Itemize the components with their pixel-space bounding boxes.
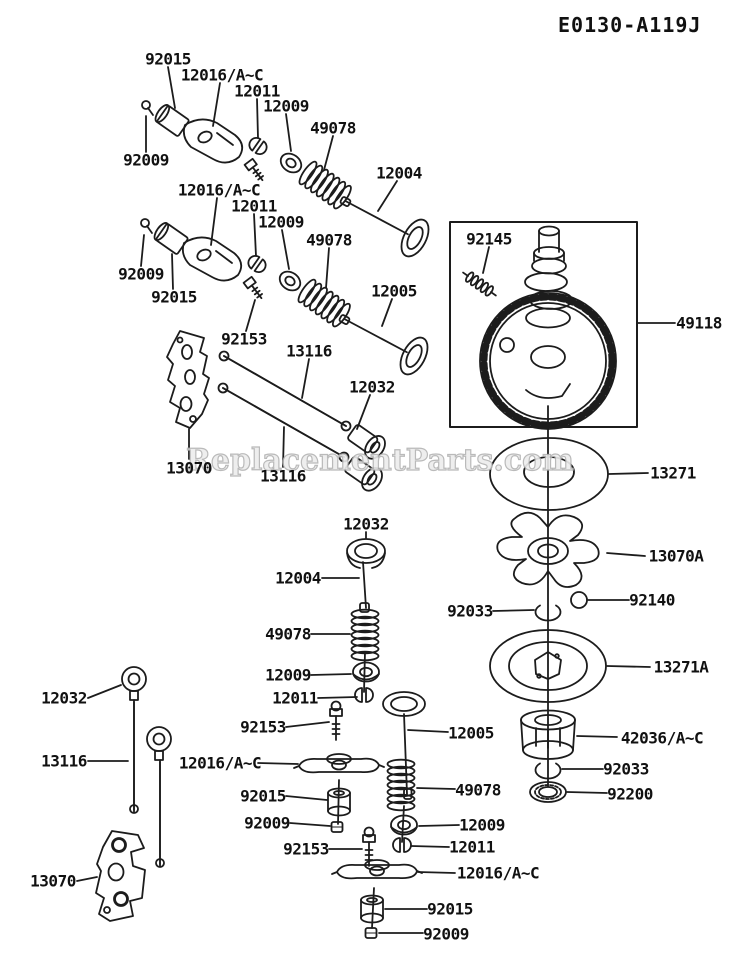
- nut-bottom-drawing: [364, 927, 378, 939]
- part-label-12016-c[interactable]: 12016/A~C: [456, 863, 540, 883]
- part-label-92200[interactable]: 92200: [607, 784, 653, 804]
- part-label-42036[interactable]: 42036/A~C: [620, 728, 704, 748]
- camshaft-box: [449, 221, 638, 428]
- part-label-13116-a[interactable]: 13116: [286, 341, 332, 361]
- part-label-92015-c[interactable]: 92015: [427, 899, 473, 919]
- tappet-cup-center-drawing: [346, 538, 386, 569]
- rocker-arm-bottom-drawing: [331, 859, 423, 880]
- watermark: ReplacementParts.com: [185, 442, 574, 478]
- part-label-92009-b[interactable]: 92009: [118, 264, 164, 284]
- guide-plate-upper-holes: [176, 336, 197, 423]
- part-label-92015-a[interactable]: 92015: [145, 49, 191, 69]
- part-label-92009-d[interactable]: 92009: [244, 813, 290, 833]
- part-label-12011-b[interactable]: 12011: [231, 196, 277, 216]
- part-label-12004-b[interactable]: 12004: [275, 568, 321, 588]
- part-label-12004-a[interactable]: 12004: [376, 163, 422, 183]
- part-label-12032-c[interactable]: 12032: [41, 688, 87, 708]
- valve-stem-center-drawing: [359, 561, 370, 613]
- washer-13271-drawing: [489, 437, 609, 511]
- part-label-92153-c[interactable]: 92153: [240, 717, 286, 737]
- part-label-12011-a[interactable]: 12011: [234, 81, 280, 101]
- part-label-12005-b[interactable]: 12005: [371, 281, 417, 301]
- spring-retainer-center-drawing: [352, 661, 380, 683]
- washer-92200-drawing: [529, 781, 567, 803]
- part-label-12016-b[interactable]: 12016/A~C: [177, 180, 261, 200]
- part-label-12032-b[interactable]: 12032: [343, 514, 389, 534]
- part-label-12009-b[interactable]: 12009: [258, 212, 304, 232]
- part-label-12016-d[interactable]: 12016/A~C: [178, 753, 262, 773]
- guide-plate-lower-drawing: [95, 830, 146, 922]
- guide-plate-upper-drawing: [166, 330, 210, 429]
- part-label-49078-a[interactable]: 49078: [310, 118, 356, 138]
- push-rods-drawing: [217, 350, 352, 463]
- ball-92140-drawing: [570, 591, 588, 609]
- part-label-12032-a[interactable]: 12032: [349, 377, 395, 397]
- exhaust-valve-drawing: [330, 298, 435, 380]
- pin-spring-drawing: [462, 271, 497, 297]
- part-label-12016-a[interactable]: 12016/A~C: [180, 65, 264, 85]
- part-label-12009-a[interactable]: 12009: [263, 96, 309, 116]
- part-label-13271A[interactable]: 13271A: [653, 657, 709, 677]
- part-label-92015-d[interactable]: 92015: [240, 786, 286, 806]
- part-label-13070-b[interactable]: 13070: [30, 871, 76, 891]
- nut-center-drawing: [330, 821, 344, 833]
- part-label-92015-b[interactable]: 92015: [151, 287, 197, 307]
- dish-plate-drawing: [489, 629, 607, 703]
- guide-plate-lower-holes: [103, 837, 129, 914]
- star-plate-drawing: [496, 511, 600, 588]
- part-label-92033-b[interactable]: 92033: [603, 759, 649, 779]
- part-label-12009-d[interactable]: 12009: [459, 815, 505, 835]
- valve-spring-bottom-drawing: [386, 758, 416, 812]
- part-label-49078-c[interactable]: 49078: [265, 624, 311, 644]
- camshaft-drawing: [479, 225, 617, 430]
- part-label-49078-b[interactable]: 49078: [306, 230, 352, 250]
- part-label-92153-b[interactable]: 92153: [221, 329, 267, 349]
- part-label-13271[interactable]: 13271: [650, 463, 696, 483]
- tappets-vertical-drawing: [121, 666, 172, 868]
- part-label-12011-d[interactable]: 12011: [449, 837, 495, 857]
- part-label-12011-c[interactable]: 12011: [272, 688, 318, 708]
- part-label-92009-c[interactable]: 92009: [423, 924, 469, 944]
- part-label-92145[interactable]: 92145: [466, 229, 512, 249]
- adjust-screw-center-drawing: [329, 700, 343, 741]
- part-label-13116-c[interactable]: 13116: [41, 751, 87, 771]
- part-label-49118[interactable]: 49118: [676, 313, 722, 333]
- part-label-92009-a[interactable]: 92009: [123, 150, 169, 170]
- part-label-13070-a[interactable]: 13070: [166, 458, 212, 478]
- part-label-92153-d[interactable]: 92153: [283, 839, 329, 859]
- rocker-arm-center-drawing: [293, 753, 385, 774]
- leader-lines: [76, 66, 676, 934]
- part-label-13116-b[interactable]: 13116: [260, 466, 306, 486]
- part-label-92140[interactable]: 92140: [629, 590, 675, 610]
- part-label-92033-a[interactable]: 92033: [447, 601, 493, 621]
- part-label-12009-c[interactable]: 12009: [265, 665, 311, 685]
- sleeve-drawing: [520, 709, 576, 760]
- valve-spring-center-drawing: [350, 608, 380, 662]
- diagram-code: E0130-A119J: [558, 13, 702, 37]
- part-label-12005-c[interactable]: 12005: [448, 723, 494, 743]
- part-label-13070A[interactable]: 13070A: [648, 546, 704, 566]
- part-label-49078-d[interactable]: 49078: [455, 780, 501, 800]
